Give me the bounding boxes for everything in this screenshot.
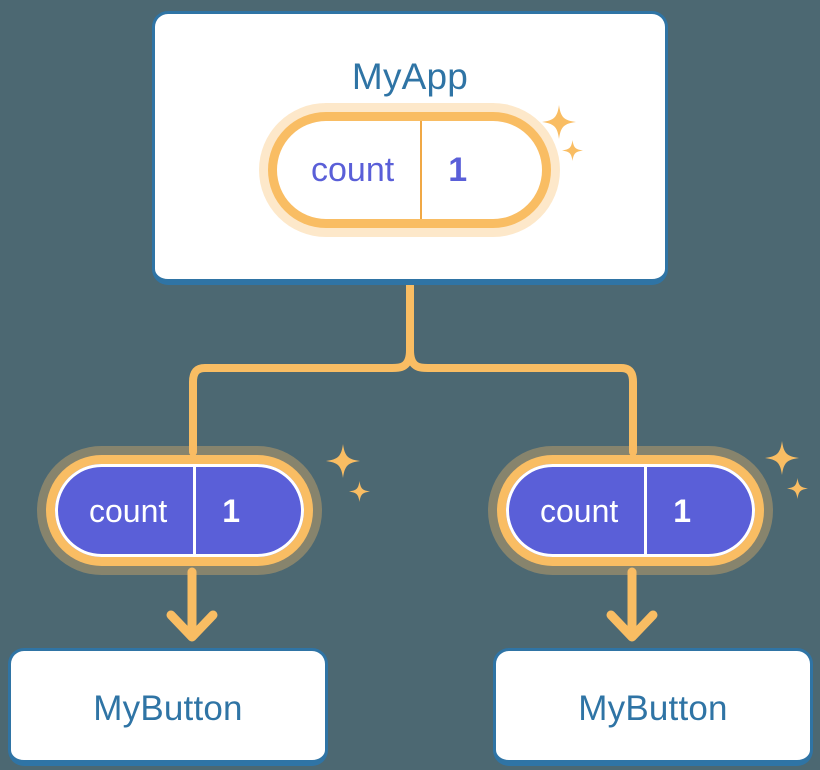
state-value-label: 1 [193,464,274,557]
arrow-head-right [606,610,658,642]
component-title-myapp: MyApp [351,56,469,97]
arrow-head-left [166,610,218,642]
sparkle-icon [326,444,360,478]
state-key-label: count [540,492,619,529]
state-pill-child-left[interactable]: count 1 [46,455,313,566]
sparkle-icon [349,481,370,502]
state-key-label: count [311,151,395,189]
component-card-mybutton-right[interactable]: MyButton [493,648,813,766]
state-pill-child-right[interactable]: count 1 [497,455,764,566]
sparkle-icon [787,478,808,499]
component-title-mybutton-right: MyButton [578,689,728,728]
state-pill-myapp[interactable]: count 1 [268,112,551,228]
state-pill-inner: count 1 [506,464,755,557]
state-pill-inner: count 1 [55,464,304,557]
state-value-label: 1 [644,464,725,557]
sparkle-icon [562,140,583,161]
component-title-mybutton-left: MyButton [93,689,243,728]
branch-to-right-child [406,346,637,456]
branch-to-left-child [189,346,414,456]
sparkle-icon [765,441,799,475]
state-pill-inner: count 1 [277,121,542,219]
component-card-mybutton-left[interactable]: MyButton [8,648,328,766]
state-value-label: 1 [420,121,501,219]
sparkle-icon [542,105,576,139]
state-key-label: count [89,492,168,529]
